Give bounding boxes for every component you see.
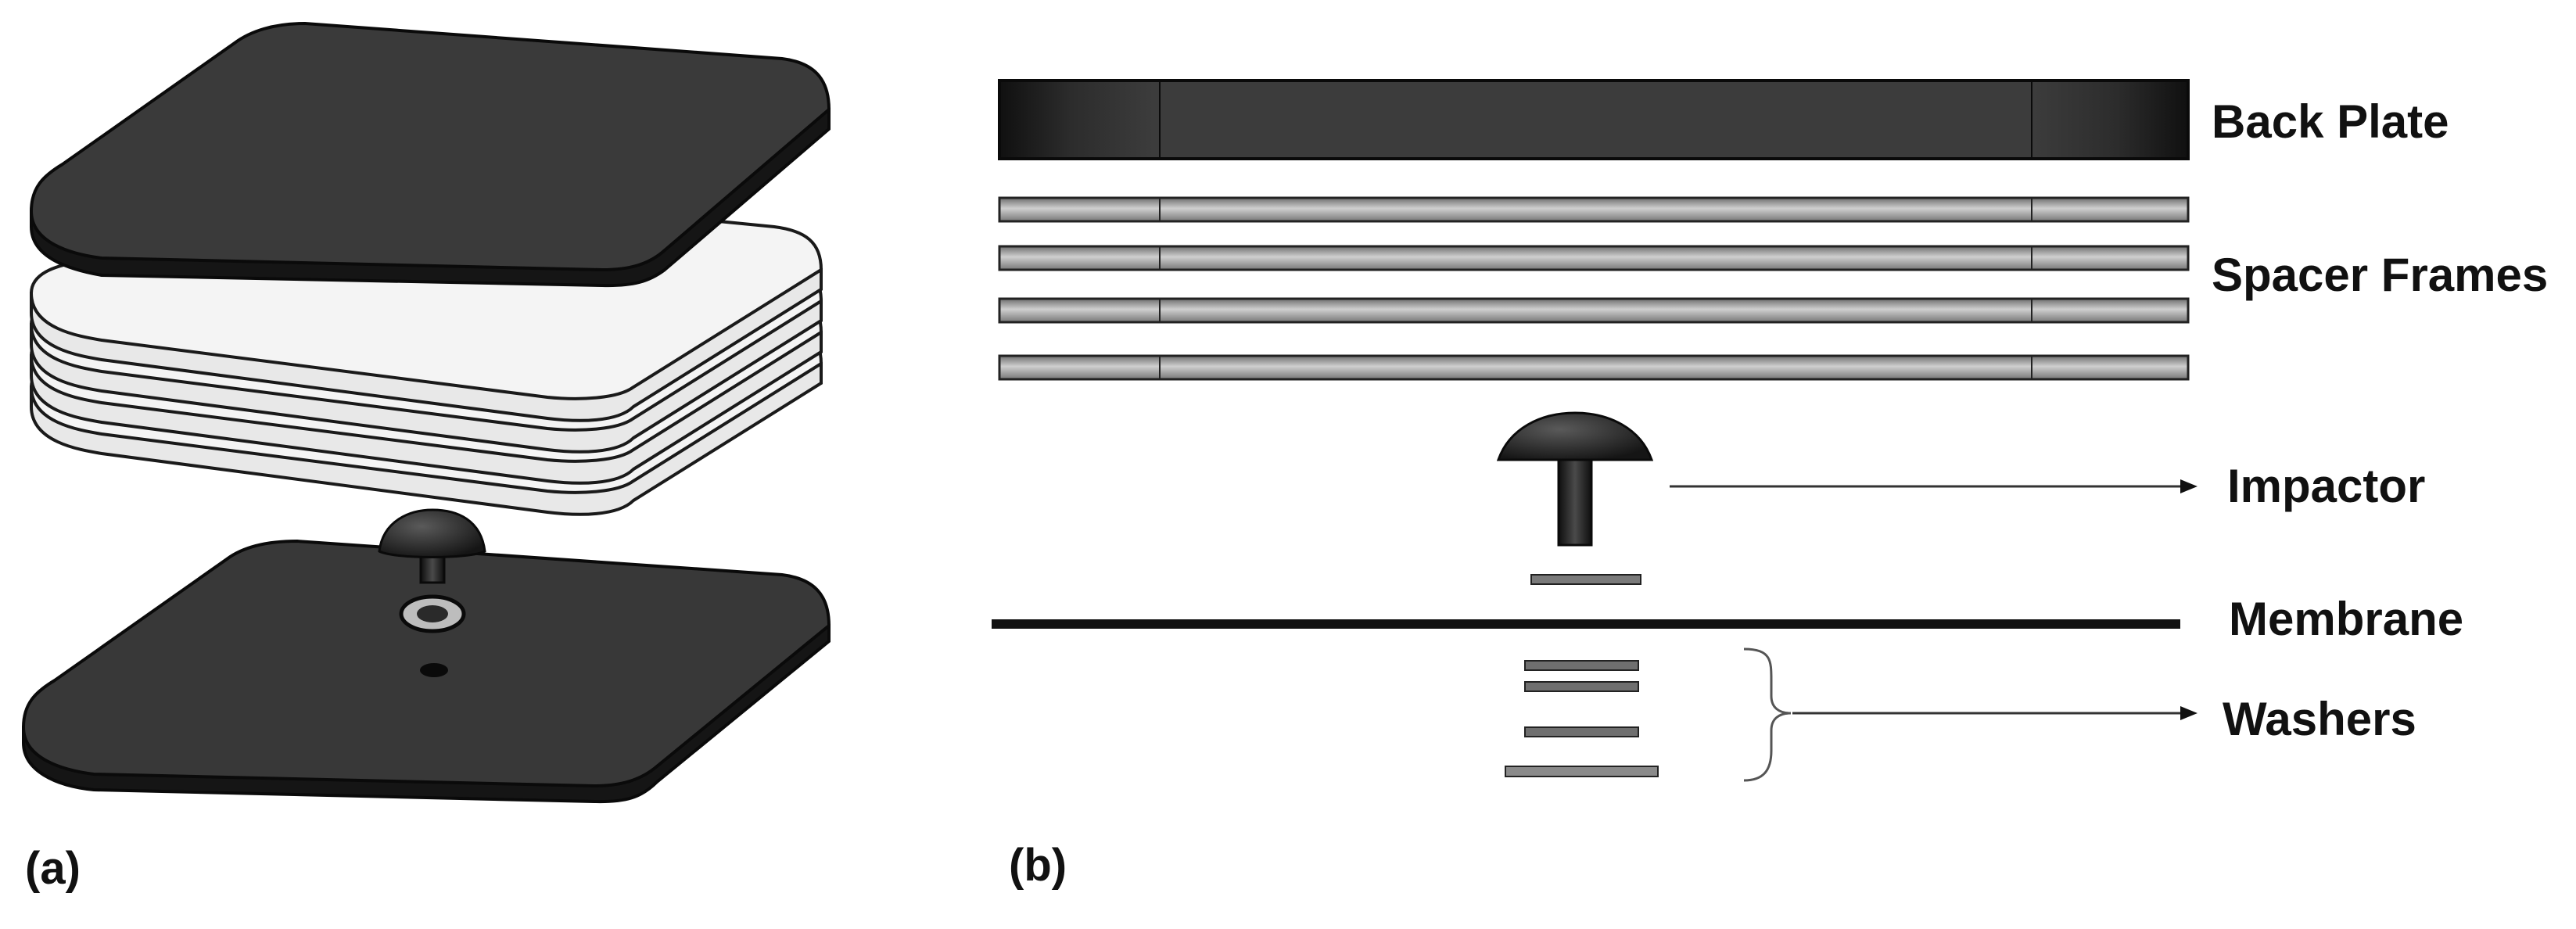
impactor-leader-arrow: [1670, 479, 2197, 493]
side-back-plate: [998, 79, 2190, 160]
membrane-label: Membrane: [2229, 593, 2464, 645]
iso-washer: [399, 594, 466, 633]
side-washer-4: [1505, 766, 1659, 777]
washers-leader-arrow: [1792, 706, 2197, 720]
side-spacer-frame-4: [998, 354, 2190, 381]
side-washer-3: [1524, 726, 1639, 737]
side-washer-1: [1524, 660, 1639, 671]
side-impactor: [1496, 411, 1654, 547]
impactor-label: Impactor: [2227, 460, 2426, 512]
panel-b-label: (b): [1009, 840, 1067, 891]
panel-a-drawing: [21, 21, 831, 804]
iso-back-plate: [29, 21, 831, 288]
side-membrane: [992, 619, 2180, 629]
panel-b-drawing: [992, 79, 2197, 782]
side-spacer-frame-3: [998, 297, 2190, 324]
side-spacer-frame-1: [998, 196, 2190, 223]
spacer-frames-label: Spacer Frames: [2212, 249, 2549, 301]
side-washer-top: [1530, 574, 1641, 585]
back-plate-label: Back Plate: [2212, 95, 2449, 148]
washers-label: Washers: [2223, 693, 2416, 745]
iso-impactor: [378, 508, 486, 584]
panel-a-label: (a): [25, 843, 81, 894]
side-washer-2: [1524, 681, 1639, 692]
washers-brace: [1743, 647, 1792, 782]
iso-membrane-plate: [21, 539, 831, 804]
side-spacer-frame-2: [998, 245, 2190, 271]
